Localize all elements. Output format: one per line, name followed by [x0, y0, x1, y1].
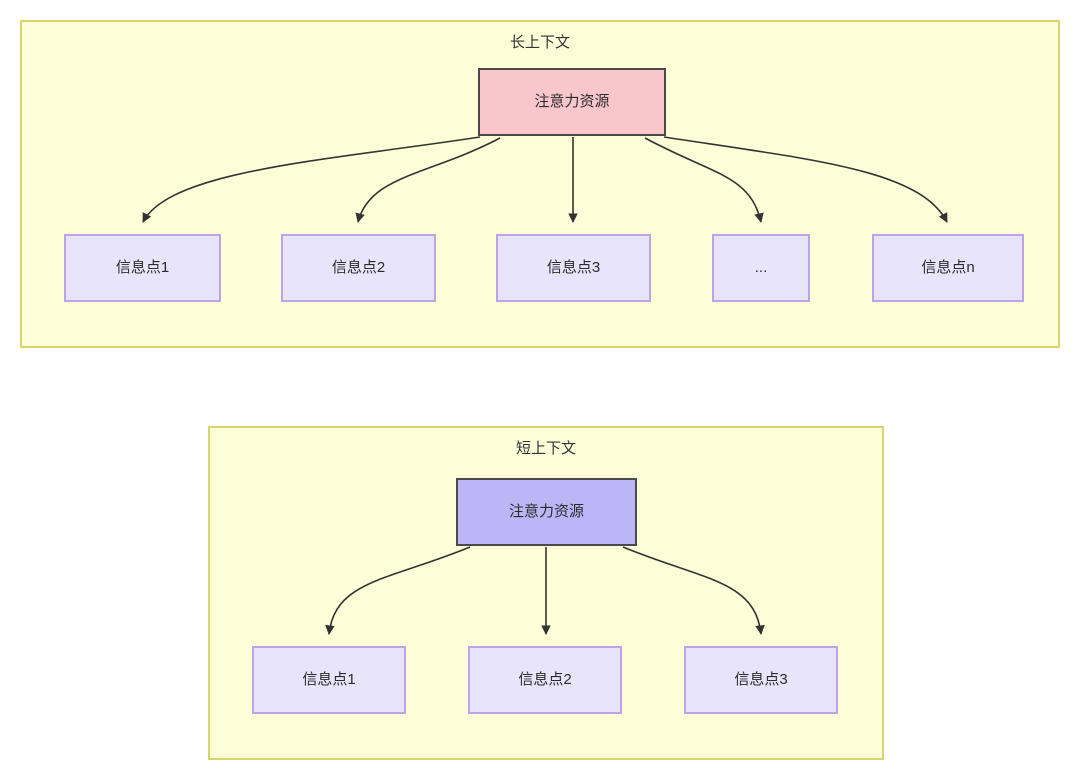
node-label: 信息点2 — [518, 671, 572, 688]
node-label: ... — [754, 259, 768, 276]
node-label: 注意力资源 — [534, 93, 610, 110]
node-short-context-attention-resource[interactable]: 注意力资源 — [456, 478, 637, 546]
node-label: 信息点3 — [734, 671, 788, 688]
node-label: 信息点2 — [331, 259, 386, 276]
node-label: 信息点1 — [302, 671, 356, 688]
node-long-context-info-ellipsis[interactable]: ... — [712, 234, 810, 302]
node-label: 信息点1 — [115, 259, 170, 276]
node-long-context-info-2[interactable]: 信息点2 — [281, 234, 436, 302]
node-long-context-info-3[interactable]: 信息点3 — [496, 234, 651, 302]
node-label: 注意力资源 — [508, 503, 584, 520]
node-short-context-info-2[interactable]: 信息点2 — [468, 646, 622, 714]
node-short-context-info-1[interactable]: 信息点1 — [252, 646, 406, 714]
node-long-context-info-1[interactable]: 信息点1 — [64, 234, 221, 302]
node-short-context-info-3[interactable]: 信息点3 — [684, 646, 838, 714]
panel-long-context-title: 长上下文 — [509, 34, 570, 51]
node-label: 信息点3 — [546, 259, 601, 276]
node-long-context-attention-resource[interactable]: 注意力资源 — [478, 68, 666, 136]
panel-short-context-title: 短上下文 — [515, 440, 576, 457]
node-long-context-info-n[interactable]: 信息点n — [872, 234, 1024, 302]
node-label: 信息点n — [921, 259, 975, 276]
